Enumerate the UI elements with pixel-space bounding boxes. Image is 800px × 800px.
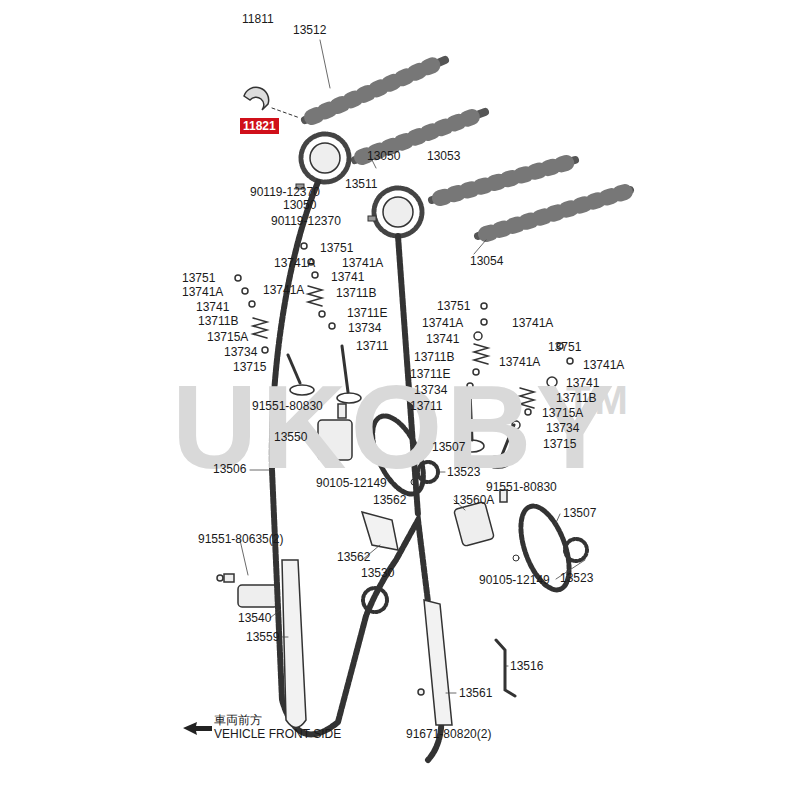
callout-number: 13053	[427, 150, 460, 162]
callout-number: 車両前方	[214, 714, 262, 726]
callout-number: 13715	[233, 361, 266, 373]
crank-sprocket	[363, 588, 387, 612]
callout-number: 13511	[345, 178, 377, 190]
ring-part	[244, 87, 269, 110]
callout-number: 13530	[361, 567, 394, 579]
callout-number: 91551-80635(2)	[198, 533, 283, 545]
callout-number: 13711	[356, 340, 388, 352]
callout-number: 13741A	[274, 257, 315, 269]
callout-number: 13562	[373, 494, 406, 506]
callout-number: 13512	[293, 24, 326, 36]
callout-number: VEHICLE FRONT SIDE	[214, 728, 341, 740]
callout-number: 90119-12370	[271, 215, 341, 227]
leader-line	[272, 108, 300, 118]
callout-number: 13741A	[342, 257, 383, 269]
callout-number: 90119-12370	[250, 186, 320, 198]
callout-number: 13561	[459, 687, 492, 699]
callout-number: 13050	[283, 199, 316, 211]
callout-number: 13523	[560, 572, 593, 584]
callout-number: 11811	[242, 13, 274, 25]
callout-number: 13507	[432, 441, 465, 453]
callout-number: 13734	[414, 384, 447, 396]
callout-number: 13050	[367, 150, 400, 162]
highlight-box: 11821	[240, 118, 279, 134]
callout-number: 13054	[470, 255, 503, 267]
callout-number: 13741	[426, 333, 459, 345]
callout-number: 13751	[548, 341, 581, 353]
callout-number: 13751	[437, 300, 470, 312]
callout-number: 13715	[543, 438, 576, 450]
callout-number: 13741	[566, 377, 599, 389]
callout-number: 13734	[546, 422, 579, 434]
leader-line	[240, 40, 585, 693]
callout-number: 13741	[196, 301, 229, 313]
callout-number: 13715A	[207, 331, 248, 343]
callout-number: 13711B	[556, 392, 596, 404]
callout-number: 13741	[331, 271, 364, 283]
callout-number: 13711	[410, 400, 442, 412]
callout-number: 13523	[447, 466, 480, 478]
callout-number: 13741A	[512, 317, 553, 329]
direction-arrow	[183, 722, 212, 735]
callout-number: 13751	[320, 242, 353, 254]
callout-number: 13711B	[198, 315, 238, 327]
callout-number: 13562	[337, 551, 370, 563]
callout-number: 13550	[274, 431, 307, 443]
callout-number: 13715A	[542, 407, 583, 419]
callout-number: 13711E	[410, 368, 450, 380]
callout-number: 13711B	[336, 287, 376, 299]
callout-number: 13741A	[263, 284, 304, 296]
callout-number: 13540	[238, 612, 271, 624]
callout-number: 91671-80820(2)	[406, 728, 491, 740]
callout-number: 13711E	[347, 307, 387, 319]
callout-number: 90105-12149	[479, 574, 550, 586]
callout-number: 13711B	[414, 351, 454, 363]
callout-number: 90105-12149	[316, 477, 387, 489]
callout-number: 13741A	[182, 286, 223, 298]
camshaft	[305, 60, 630, 236]
callout-number: 13560A	[453, 494, 494, 506]
callout-number: 13751	[182, 272, 215, 284]
callout-number: 13507	[563, 507, 596, 519]
callout-number: 13734	[348, 322, 381, 334]
callout-number: 13516	[510, 660, 543, 672]
callout-number: 13734	[224, 346, 257, 358]
callout-number: 13741A	[499, 356, 540, 368]
callout-number: 13741A	[422, 317, 463, 329]
callout-number: 13559	[246, 631, 279, 643]
callout-number: 91551-80830	[252, 400, 323, 412]
part-number: 11821	[243, 120, 276, 132]
callout-number: 13741A	[583, 359, 624, 371]
callout-number: 91551-80830	[486, 481, 557, 493]
callout-number: 13506	[213, 463, 246, 475]
